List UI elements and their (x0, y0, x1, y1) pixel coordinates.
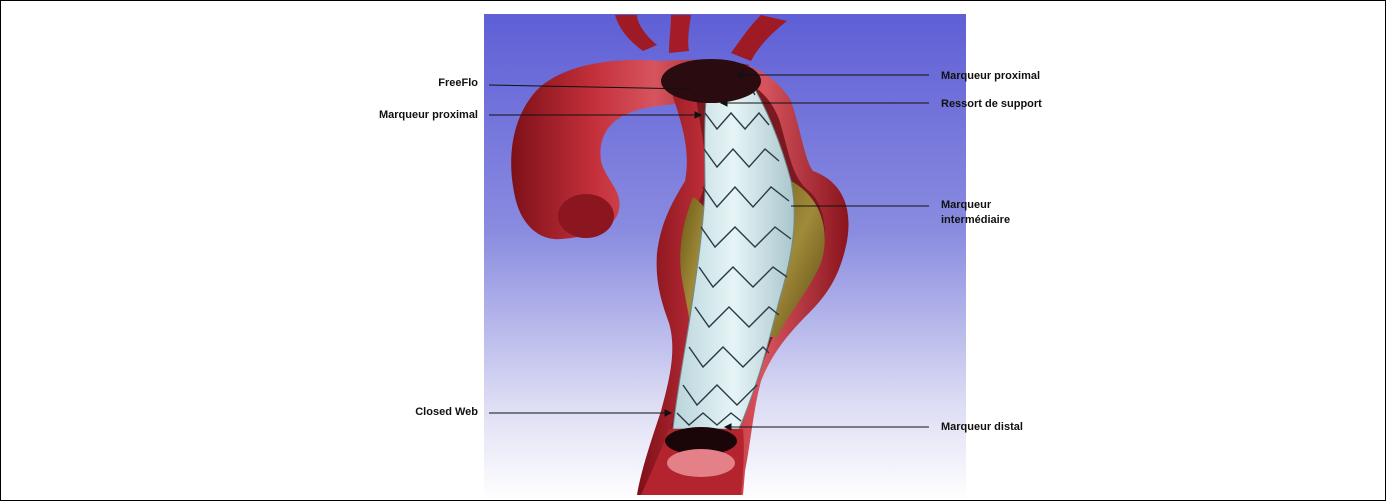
label-ressort-de-support: Ressort de support (941, 97, 1042, 111)
label-freeflo: FreeFlo (381, 76, 478, 90)
label-marqueur-distal: Marqueur distal (941, 420, 1023, 434)
proximal-opening (661, 59, 761, 103)
label-marqueur-intermediaire-line2: intermédiaire (941, 213, 1010, 227)
label-marqueur-intermediaire-line1: Marqueur (941, 198, 991, 212)
label-marqueur-proximal-left: Marqueur proximal (341, 108, 478, 122)
label-marqueur-proximal-right: Marqueur proximal (941, 69, 1040, 83)
distal-lumen (667, 449, 735, 477)
arch-cut-end (558, 194, 614, 238)
branch-vessel (669, 15, 691, 53)
label-closed-web: Closed Web (361, 405, 478, 419)
